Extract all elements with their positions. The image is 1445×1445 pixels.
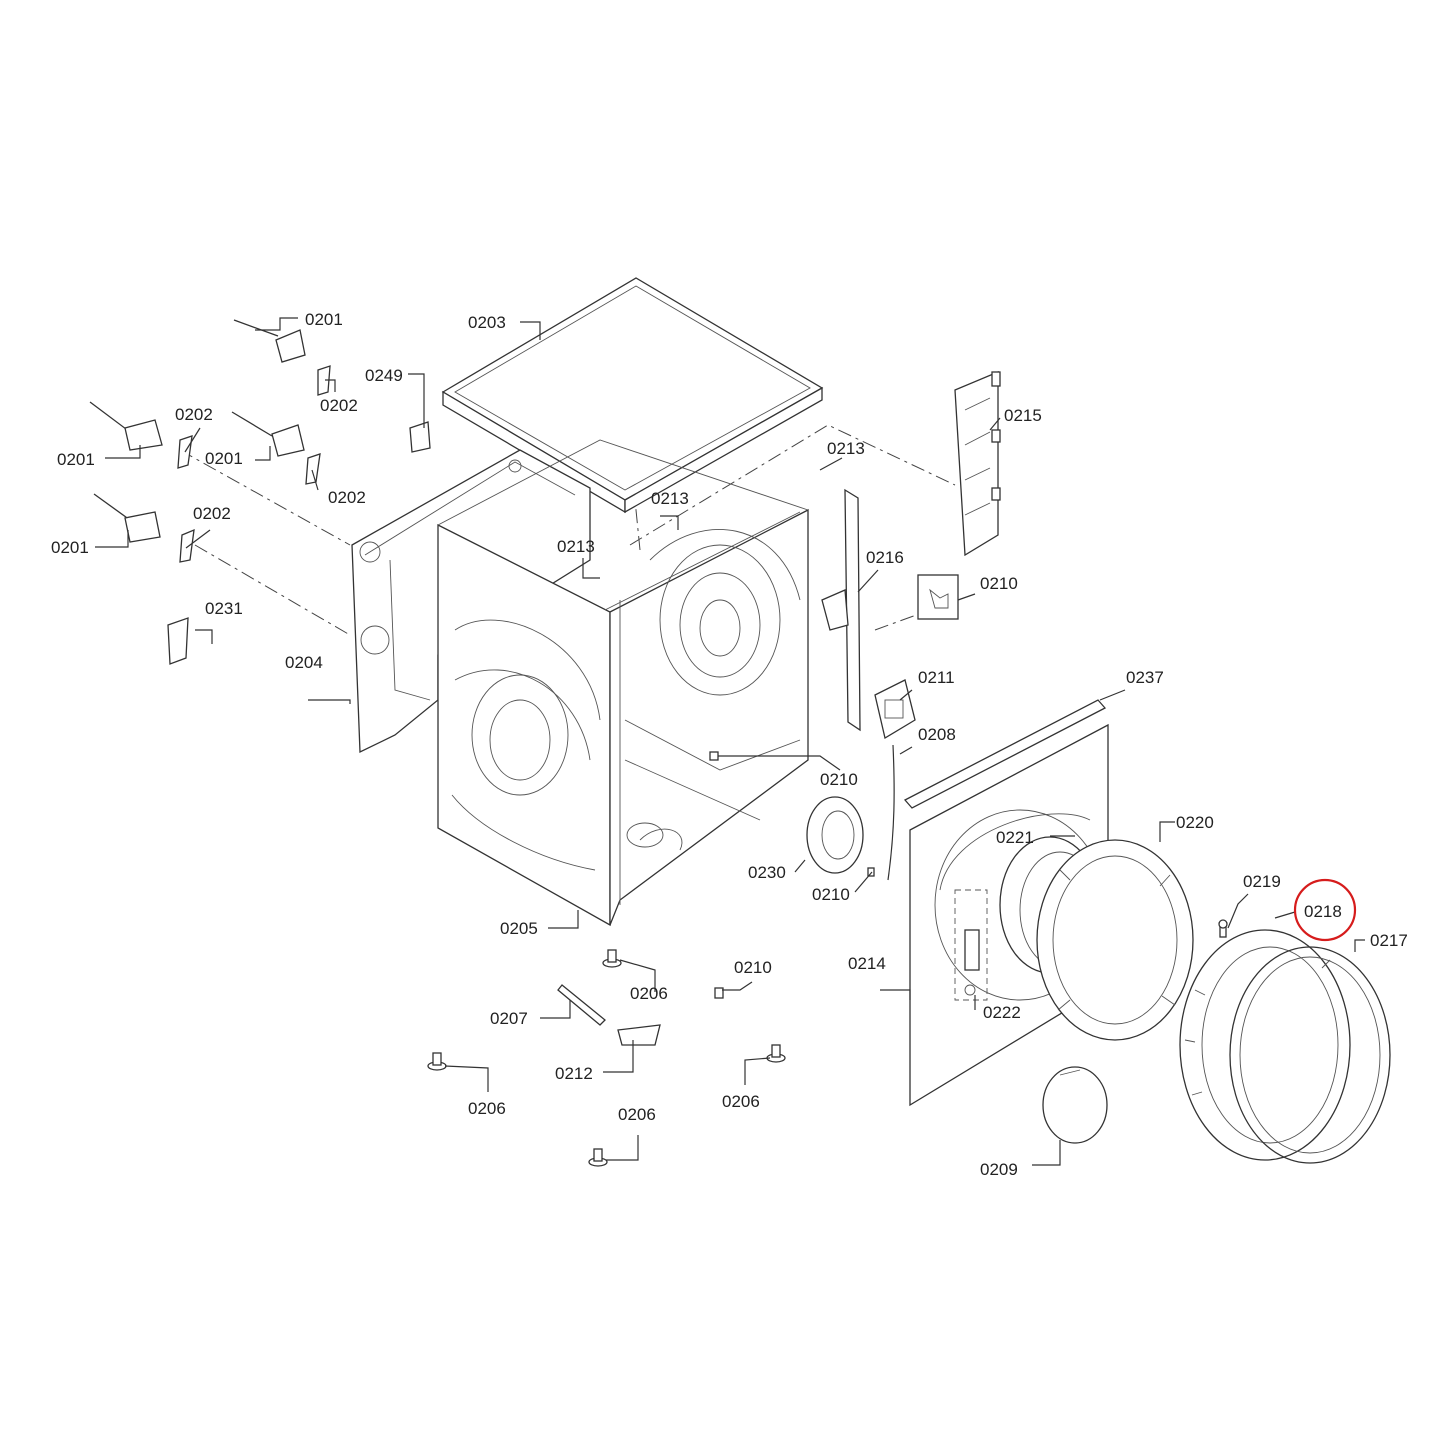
- label-0210-b[interactable]: 0210: [820, 770, 858, 789]
- label-0201-d[interactable]: 0201: [51, 538, 89, 557]
- door-frame-part[interactable]: [1036, 839, 1194, 1041]
- label-0203[interactable]: 0203: [468, 313, 506, 332]
- label-0220[interactable]: 0220: [1176, 813, 1214, 832]
- side-rail-part[interactable]: [954, 371, 1001, 557]
- front-top-strip-part[interactable]: [903, 699, 1107, 809]
- label-0201-c[interactable]: 0201: [205, 449, 243, 468]
- label-0211[interactable]: 0211: [918, 668, 955, 687]
- label-0206-b[interactable]: 0206: [722, 1092, 760, 1111]
- label-0219[interactable]: 0219: [1243, 872, 1281, 891]
- label-0204[interactable]: 0204: [285, 653, 323, 672]
- cabinet-body-part[interactable]: [437, 439, 809, 927]
- label-0201-a[interactable]: 0201: [305, 310, 343, 329]
- wire-harness-part[interactable]: [887, 744, 895, 881]
- label-0237[interactable]: 0237: [1126, 668, 1164, 687]
- label-0249[interactable]: 0249: [365, 366, 403, 385]
- label-0202-b[interactable]: 0202: [175, 405, 213, 424]
- outer-door-ring-part[interactable]: [1229, 946, 1391, 1164]
- label-0208[interactable]: 0208: [918, 725, 956, 744]
- label-0215[interactable]: 0215: [1004, 406, 1042, 425]
- label-0202-c[interactable]: 0202: [328, 488, 366, 507]
- label-0212[interactable]: 0212: [555, 1064, 593, 1083]
- label-0210-c[interactable]: 0210: [812, 885, 850, 904]
- feet-and-clips-parts[interactable]: [427, 751, 875, 1167]
- label-0230[interactable]: 0230: [748, 863, 786, 882]
- highlight-circle: [1293, 878, 1357, 942]
- label-0206-d[interactable]: 0206: [618, 1105, 656, 1124]
- strut-part[interactable]: [821, 488, 861, 732]
- label-0206-c[interactable]: 0206: [468, 1099, 506, 1118]
- label-0207[interactable]: 0207: [490, 1009, 528, 1028]
- label-0205[interactable]: 0205: [500, 919, 538, 938]
- label-0214[interactable]: 0214: [848, 954, 886, 973]
- filter-cap-part[interactable]: [1042, 1066, 1108, 1144]
- label-0218[interactable]: 0218: [1304, 902, 1342, 921]
- inner-door-ring-part[interactable]: [1179, 929, 1351, 1161]
- label-0201-b[interactable]: 0201: [57, 450, 95, 469]
- label-0216[interactable]: 0216: [866, 548, 904, 567]
- label-0213-a[interactable]: 0213: [827, 439, 865, 458]
- label-0217[interactable]: 0217: [1370, 931, 1408, 950]
- screw-part[interactable]: [1218, 919, 1228, 938]
- pump-housing-part[interactable]: [806, 796, 864, 874]
- label-0202-d[interactable]: 0202: [193, 504, 231, 523]
- label-0213-c[interactable]: 0213: [557, 537, 595, 556]
- label-0213-b[interactable]: 0213: [651, 489, 689, 508]
- label-0209[interactable]: 0209: [980, 1160, 1018, 1179]
- label-0231[interactable]: 0231: [205, 599, 243, 618]
- label-0222[interactable]: 0222: [983, 1003, 1021, 1022]
- label-0210-a[interactable]: 0210: [980, 574, 1018, 593]
- label-0202-a[interactable]: 0202: [320, 396, 358, 415]
- part-labels: 0201 0202 0249 0203 0202 0201 0201 0202 …: [51, 310, 1408, 1179]
- label-0206-a[interactable]: 0206: [630, 984, 668, 1003]
- fixing-bolts-parts[interactable]: [89, 319, 431, 665]
- label-0210-d[interactable]: 0210: [734, 958, 772, 977]
- label-0221[interactable]: 0221: [996, 828, 1034, 847]
- leader-lines: [95, 317, 1365, 1166]
- bracket-part[interactable]: [917, 574, 959, 620]
- control-module-part[interactable]: [874, 679, 916, 740]
